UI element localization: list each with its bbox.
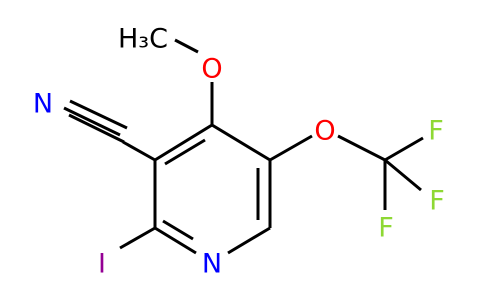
bond-nitrile-triple-3 [69,99,128,130]
fluorine-top-label: F [428,116,444,147]
bond-ring-c4-c5 [211,123,271,162]
fluorine-right-label: F [429,186,445,217]
bond-ring-c4-c3-double [154,123,213,162]
methyl-label: H₃C [118,24,168,55]
bond-c5-ether-oxygen [269,134,313,162]
fluorine-bottom-label: F [378,213,394,244]
bond-ring-c4-c3-inner [164,138,206,166]
bond-ring-c6-nitrogen [227,226,271,255]
bond-cf3-fluorine-right [384,158,422,192]
ether-oxygen-label: O [314,116,335,147]
bond-methyl-oxygen [174,38,199,54]
bond-nitrile-triple-1 [63,106,121,137]
bonds [63,38,424,255]
ring-nitrogen-label: N [202,249,222,280]
methoxy-oxygen-label: O [201,54,222,85]
bond-ring-nitrogen-c2-double [154,226,197,255]
bond-ring-nitrogen-c2-inner [162,219,194,241]
nitrile-nitrogen-label: N [33,89,53,120]
bond-ether-oxygen-cf3 [337,134,386,162]
bond-c3-nitrile-carbon [122,140,156,162]
bond-cf3-fluorine-top [384,136,424,162]
bond-c2-iodine [119,226,156,250]
iodine-label: I [98,249,106,280]
bond-nitrile-triple-2 [68,113,125,144]
atom-labels: H₃C O N O F F F I N [33,24,445,280]
